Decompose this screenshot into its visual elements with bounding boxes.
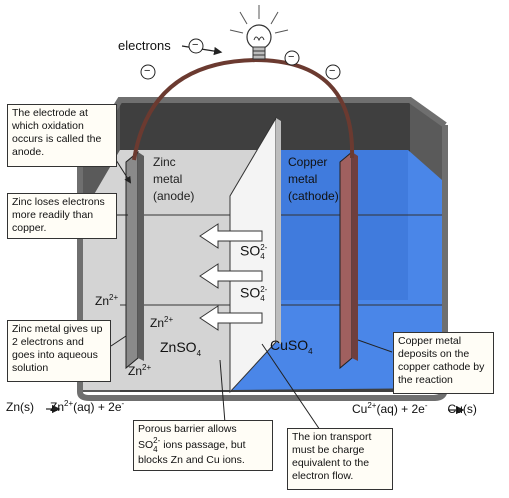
porous-barrier-side (276, 118, 281, 344)
copper-electrode-face (352, 152, 358, 361)
electron-sign-3: − (288, 51, 295, 63)
electron-sign-4: − (329, 65, 336, 77)
cuso4-label: CuSO4 (270, 337, 313, 356)
light-bulb (229, 5, 289, 60)
znso4-label: ZnSO4 (160, 339, 202, 358)
ion-arrow-2 (199, 263, 263, 289)
ion-arrow-3 (199, 305, 263, 331)
anode-equation: Zn(s)Zn2+(aq) + 2e- (6, 399, 125, 415)
copper-electrode (339, 150, 353, 370)
zinc-ion-2: Zn2+ (150, 315, 174, 331)
leader-lines (110, 159, 393, 431)
electron-sign-2: − (192, 39, 199, 51)
electron-4 (325, 64, 341, 80)
zinc-electrode (125, 150, 139, 370)
electrons-label: electrons (118, 38, 171, 53)
zinc-electrode-face (138, 152, 144, 361)
callout-copper-deposits: Copper metal deposits on the copper cath… (393, 332, 494, 394)
zinc-ion-1: Zn2+ (95, 293, 119, 309)
copper-solution-back (260, 150, 408, 300)
ion-arrows (199, 223, 263, 331)
callout-zinc-loses: Zinc loses electrons more readily than c… (7, 193, 117, 239)
zinc-ion-3: Zn2+ (128, 363, 152, 379)
callout-zinc-gives: Zinc metal gives up 2 electrons and goes… (7, 320, 111, 382)
callout-ion-transport: The ion transport must be charge equival… (287, 428, 393, 490)
electron-sign-1: − (144, 65, 151, 77)
electron-2 (188, 38, 204, 54)
electron-1 (140, 64, 156, 80)
cathode-equation: Cu2+(aq) + 2e-Cu(s) (352, 401, 477, 417)
electron-markers (140, 38, 341, 80)
ion-arrow-1 (199, 223, 263, 249)
electron-3 (284, 50, 300, 66)
callout-oxidation: The electrode at which oxidation occurs … (7, 104, 117, 167)
external-wire (132, 57, 355, 161)
